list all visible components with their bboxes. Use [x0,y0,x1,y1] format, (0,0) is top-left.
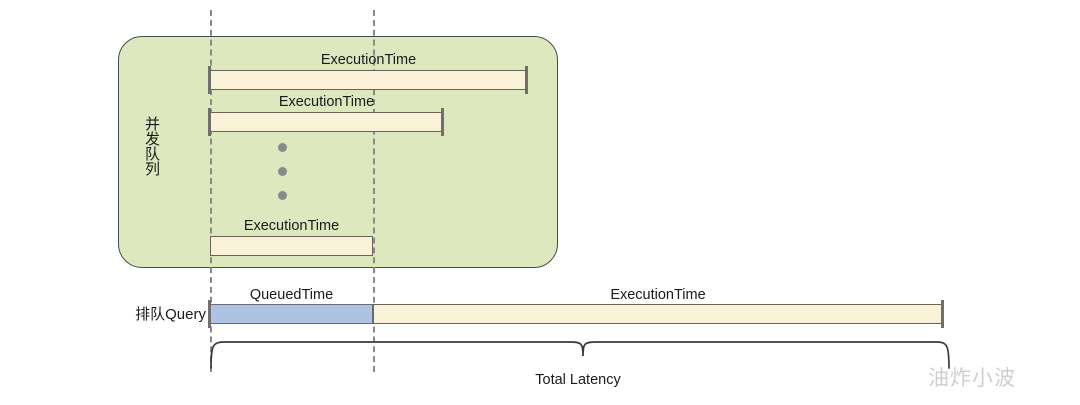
bottom-bar-end-tick [941,300,944,328]
bar-2-end-tick [441,108,444,136]
total-latency-brace [210,341,950,369]
ellipsis-dot [278,191,287,200]
execution-time-bar-1 [210,70,527,90]
execution-time-caption-3: ExecutionTime [243,218,340,234]
concurrent-queue-label: 并发队列 [143,116,160,176]
guide-line-queue-end [373,10,375,372]
bottom-bar-start-tick [208,300,211,328]
guide-line-start [210,10,212,372]
ellipsis-dot [278,143,287,152]
queued-time-bar [210,304,373,324]
execution-time-caption-2: ExecutionTime [278,94,375,110]
watermark: 油炸小波 [928,367,1016,390]
bar-1-end-tick [525,66,528,94]
execution-time-bar-3 [210,236,373,256]
execution-time-bar-bottom [373,304,943,324]
bar-1-start-tick [208,66,211,94]
queued-query-label: 排队Query [135,306,206,323]
execution-time-caption-1: ExecutionTime [320,52,417,68]
bar-2-start-tick [208,108,211,136]
total-latency-label: Total Latency [535,372,621,388]
ellipsis-dots [278,143,287,215]
ellipsis-dot [278,167,287,176]
queued-time-caption: QueuedTime [249,287,334,303]
execution-time-caption-bottom: ExecutionTime [610,287,706,303]
execution-time-bar-2 [210,112,443,132]
